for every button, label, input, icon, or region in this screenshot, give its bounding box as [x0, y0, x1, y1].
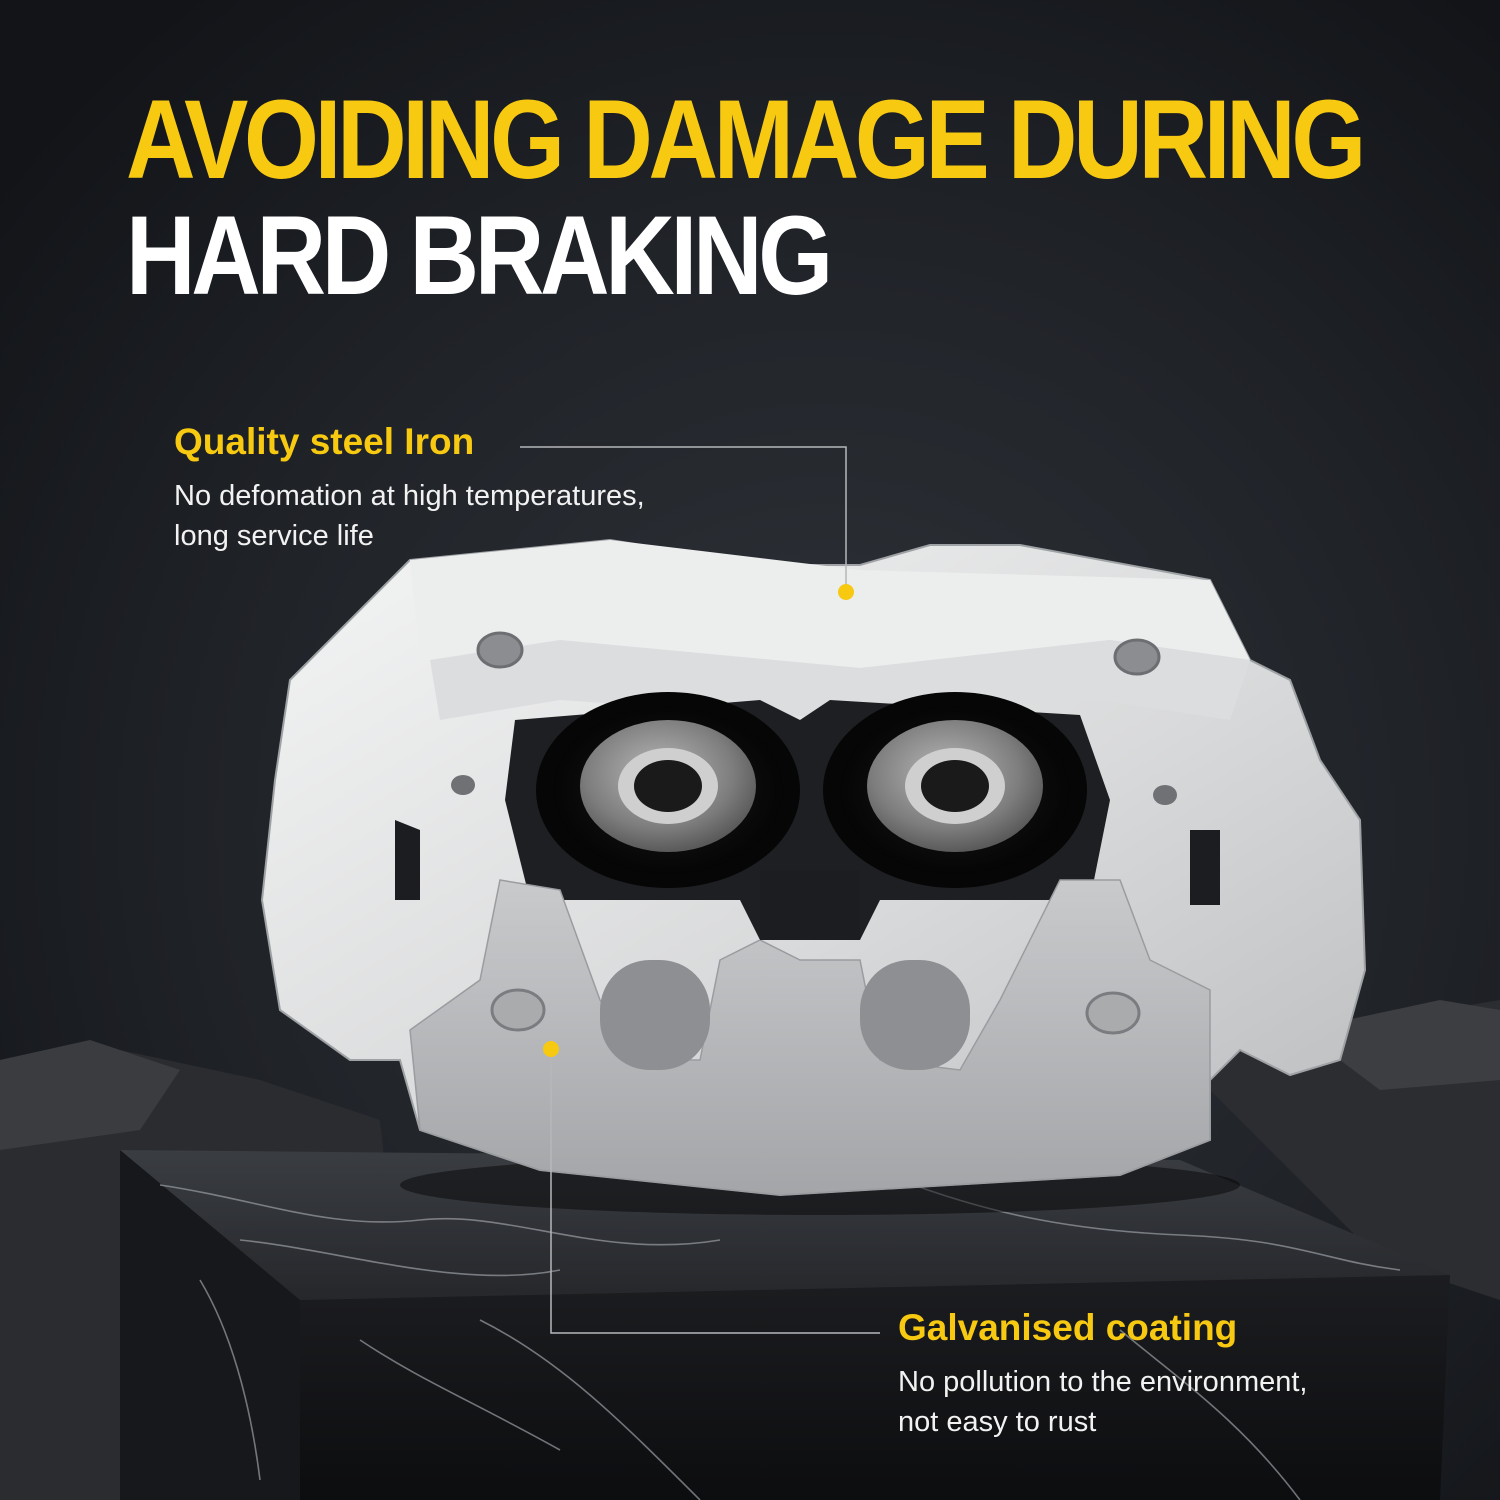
callout-quality-steel: Quality steel Iron No defomation at high… [174, 422, 645, 556]
callout-1-leader-line [520, 446, 847, 592]
brake-caliper-image [260, 538, 1367, 1215]
callout-description-line-1: No pollution to the environment, [898, 1366, 1308, 1398]
callout-description-line-2: long service life [174, 520, 374, 552]
callout-2-leader-line [550, 1045, 880, 1334]
callout-galvanised-coating: Galvanised coating No pollution to the e… [898, 1308, 1307, 1442]
callout-title: Galvanised coating [898, 1307, 1238, 1348]
callout-dot-icon [838, 584, 854, 600]
callout-title: Quality steel Iron [174, 421, 475, 462]
callout-description-line-2: not easy to rust [898, 1406, 1097, 1438]
callout-dot-icon [543, 1041, 559, 1057]
callout-description-line-1: No defomation at high temperatures, [174, 480, 645, 512]
headline-line-1: AVOIDING DAMAGE DURING [126, 77, 1366, 202]
headline-line-2: HARD BRAKING [126, 193, 833, 318]
